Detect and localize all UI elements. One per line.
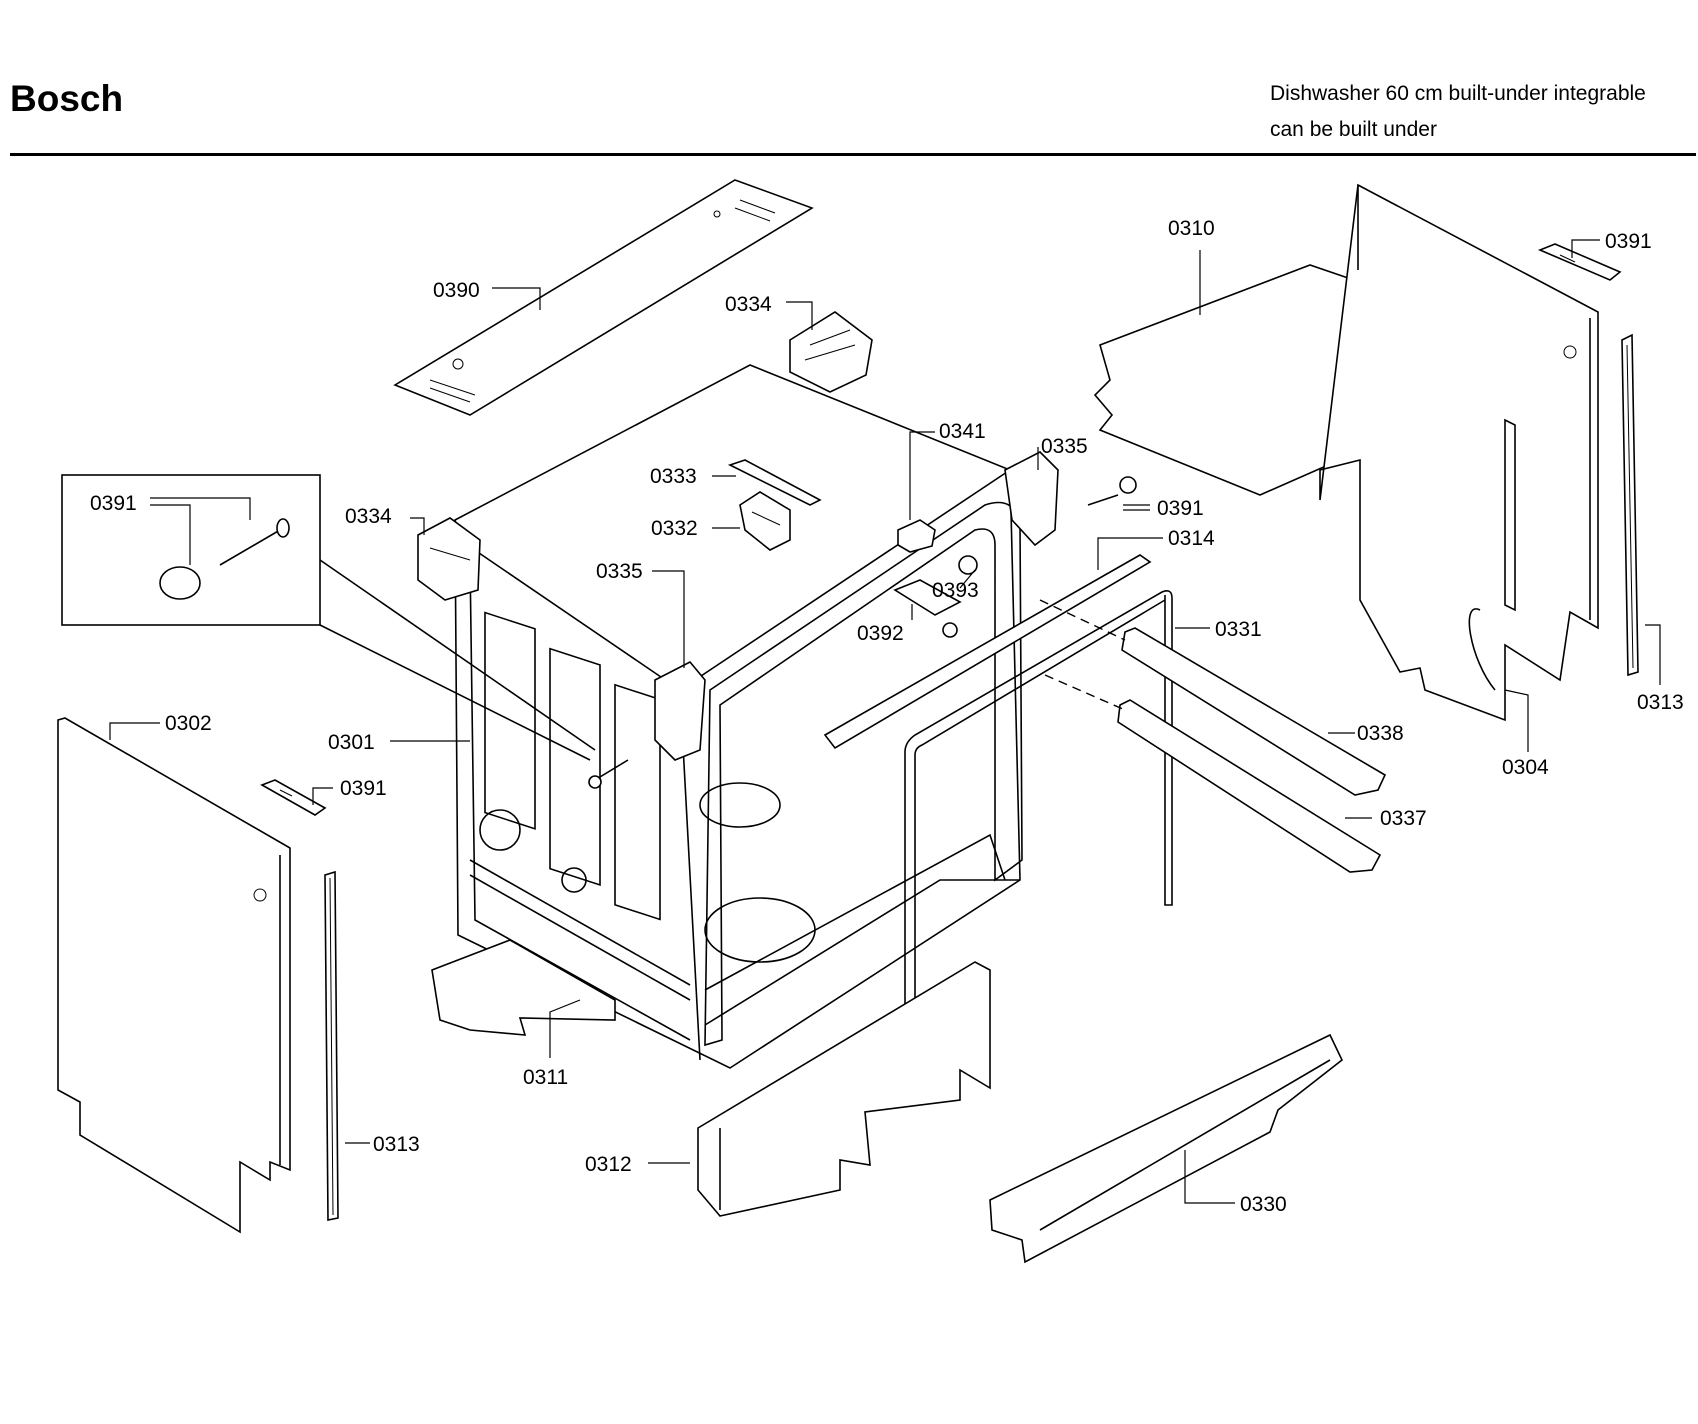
part-0331-door-seal [704, 501, 1023, 1047]
callout-0331: 0331 [1215, 618, 1262, 641]
part-0392-bracket [893, 579, 962, 638]
callout-0334-left: 0334 [345, 505, 392, 528]
part-0393-nut [958, 555, 978, 575]
part-0333-rail [727, 459, 822, 506]
part-0391-screw-inset [159, 518, 290, 600]
callout-0312: 0312 [585, 1153, 632, 1176]
callout-0313-left: 0313 [373, 1133, 420, 1156]
callout-0337: 0337 [1380, 807, 1427, 830]
header-rule [10, 153, 1696, 156]
callout-0302: 0302 [165, 712, 212, 735]
model-description: Dishwasher 60 cm built-under integrable … [1270, 76, 1646, 148]
callout-0310: 0310 [1168, 217, 1215, 240]
callout-0313-right: 0313 [1637, 691, 1684, 714]
callout-0390: 0390 [433, 279, 480, 302]
part-0304-side-panel-right [1319, 183, 1599, 722]
description-line-1: Dishwasher 60 cm built-under integrable [1270, 82, 1646, 105]
dashed-guide-lower [1044, 674, 1126, 711]
callout-0334-top: 0334 [725, 293, 772, 316]
leader-lines [109, 239, 1661, 1204]
part-0311-plinth-left [431, 939, 616, 1036]
callout-0392: 0392 [857, 622, 904, 645]
callout-0335-right: 0335 [1041, 435, 1088, 458]
callout-0391-inset: 0391 [90, 492, 137, 515]
part-0335-bracket-left [654, 660, 706, 761]
description-line-2: can be built under [1270, 118, 1437, 141]
part-0335-bracket-right [1004, 451, 1059, 547]
part-0313-strip-right [1621, 333, 1639, 677]
callout-0333: 0333 [650, 465, 697, 488]
callout-0304: 0304 [1502, 756, 1549, 779]
part-0391-screw-assembled [588, 759, 629, 789]
part-0330-channel [989, 1033, 1343, 1264]
callout-0311: 0311 [523, 1066, 568, 1089]
callout-0393: 0393 [932, 579, 979, 602]
part-0312-plinth [697, 961, 991, 1217]
callout-0391-top-right: 0391 [1605, 230, 1652, 253]
callout-0314: 0314 [1168, 527, 1215, 550]
callout-0301: 0301 [328, 731, 375, 754]
part-0301-tub-frame [454, 364, 1021, 1069]
part-0332-hinge [739, 491, 791, 551]
callout-0332: 0332 [651, 517, 698, 540]
part-0302-side-panel-left [57, 717, 291, 1234]
inset-detail-box [61, 474, 629, 789]
part-0390-top-plate [393, 179, 814, 416]
callout-0341: 0341 [939, 420, 986, 443]
part-0314-rail [823, 554, 1152, 750]
part-0338-rail [1121, 627, 1387, 796]
callout-0335-left: 0335 [596, 560, 643, 583]
brand-title: Bosch [10, 78, 124, 119]
part-0331-u-seal [904, 590, 1173, 1051]
part-0313-strip-left [324, 870, 339, 1221]
part-0391-clip-left [260, 779, 327, 816]
part-0337-rail [1117, 699, 1382, 873]
part-0391-clip-top-right [1537, 243, 1622, 281]
callout-0338: 0338 [1357, 722, 1404, 745]
callout-0391-screw: 0391 [1157, 497, 1204, 520]
part-0391-screw-right [1087, 476, 1137, 506]
dashed-guide-upper [1039, 599, 1126, 641]
part-0334-bracket-left [417, 517, 481, 601]
part-0341-latch [897, 519, 936, 553]
callout-0330: 0330 [1240, 1193, 1287, 1216]
callout-0391-left: 0391 [340, 777, 387, 800]
part-0334-bracket-top [789, 311, 873, 393]
